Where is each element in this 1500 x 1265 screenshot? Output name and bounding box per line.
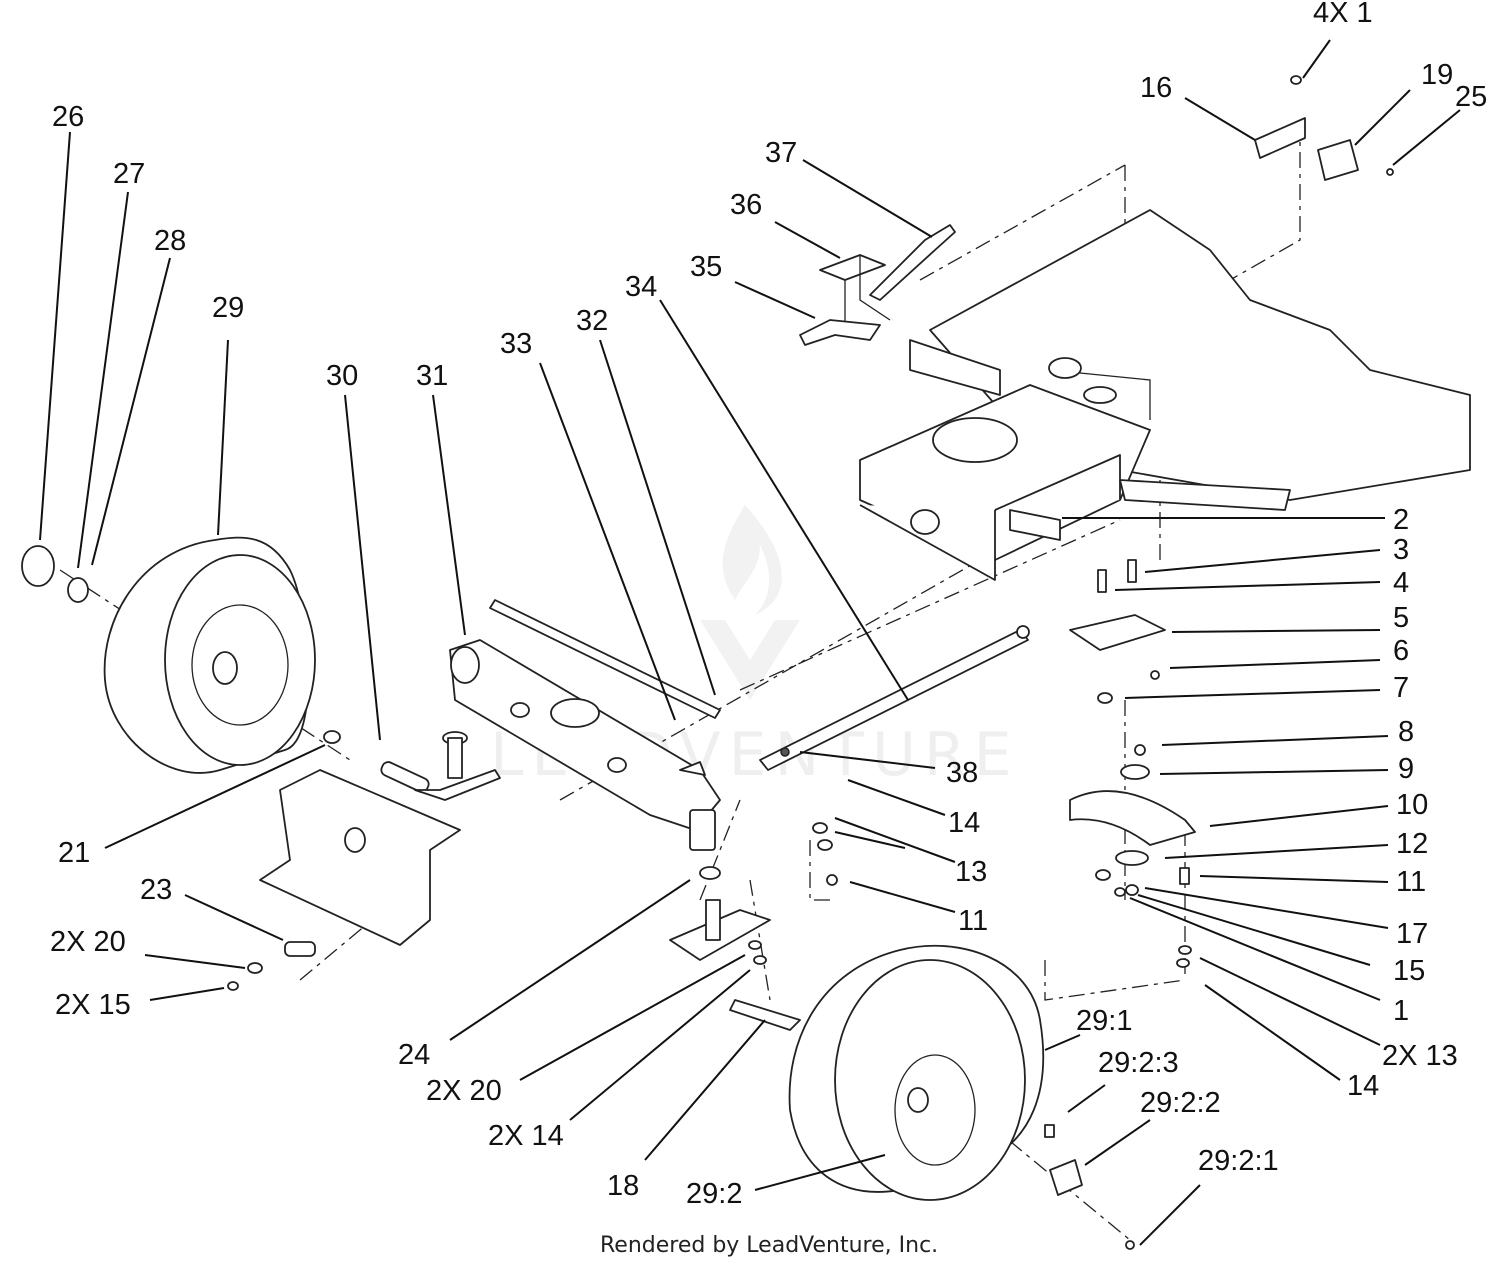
callout-11-right[interactable]: 11 bbox=[1396, 866, 1426, 898]
callout-37[interactable]: 37 bbox=[765, 137, 797, 169]
callout-32[interactable]: 32 bbox=[576, 305, 608, 337]
callout-19[interactable]: 19 bbox=[1421, 59, 1453, 91]
callout-8[interactable]: 8 bbox=[1398, 716, 1414, 748]
callout-13-middle[interactable]: 13 bbox=[955, 856, 987, 888]
callout-6[interactable]: 6 bbox=[1393, 635, 1409, 667]
left-axle-bracket[interactable] bbox=[227, 769, 461, 991]
callout-9[interactable]: 9 bbox=[1398, 753, 1414, 785]
callout-4[interactable]: 4 bbox=[1393, 567, 1409, 599]
left-spindle-assembly[interactable] bbox=[323, 730, 501, 801]
callout-14-middle[interactable]: 14 bbox=[948, 807, 980, 839]
callout-11-middle[interactable]: 11 bbox=[958, 905, 988, 937]
callout-2[interactable]: 2 bbox=[1393, 504, 1409, 536]
callout-38[interactable]: 38 bbox=[946, 757, 978, 789]
switch-bracket-assembly[interactable] bbox=[1254, 75, 1394, 181]
callout-21[interactable]: 21 bbox=[58, 837, 90, 869]
callout-34[interactable]: 34 bbox=[625, 271, 657, 303]
callout-29-2-1[interactable]: 29:2:1 bbox=[1198, 1145, 1279, 1177]
callout-24[interactable]: 24 bbox=[398, 1039, 430, 1071]
lever-assembly[interactable] bbox=[799, 224, 956, 346]
callout-1[interactable]: 1 bbox=[1393, 995, 1409, 1027]
callout-30[interactable]: 30 bbox=[326, 360, 358, 392]
callout-23[interactable]: 23 bbox=[140, 874, 172, 906]
callout-2x13[interactable]: 2X 13 bbox=[1382, 1040, 1458, 1072]
callout-31[interactable]: 31 bbox=[416, 360, 448, 392]
tie-rod[interactable] bbox=[759, 625, 1030, 771]
callout-29-1[interactable]: 29:1 bbox=[1076, 1005, 1132, 1037]
callout-7[interactable]: 7 bbox=[1393, 672, 1409, 704]
callout-labels: 26 27 28 29 30 31 33 32 34 35 36 37 16 4… bbox=[50, 0, 1487, 1210]
wheel-29-2[interactable] bbox=[788, 944, 1135, 1250]
steering-hardware[interactable] bbox=[1069, 559, 1196, 968]
part-2-spring[interactable] bbox=[1009, 509, 1061, 541]
callout-29-2[interactable]: 29:2 bbox=[686, 1178, 742, 1210]
callout-28[interactable]: 28 bbox=[154, 225, 186, 257]
callout-29-2-2[interactable]: 29:2:2 bbox=[1140, 1087, 1221, 1119]
callout-4x1[interactable]: 4X 1 bbox=[1313, 0, 1373, 29]
callout-2x15[interactable]: 2X 15 bbox=[55, 989, 131, 1021]
callout-18[interactable]: 18 bbox=[607, 1170, 639, 1202]
callout-35[interactable]: 35 bbox=[690, 251, 722, 283]
callout-2x14[interactable]: 2X 14 bbox=[488, 1120, 564, 1152]
callout-29[interactable]: 29 bbox=[212, 292, 244, 324]
callout-29-2-3[interactable]: 29:2:3 bbox=[1098, 1047, 1179, 1079]
callout-2x20-middle[interactable]: 2X 20 bbox=[426, 1075, 502, 1107]
leader-lines bbox=[39, 39, 1461, 1246]
frame-assembly[interactable] bbox=[859, 209, 1471, 581]
callout-12[interactable]: 12 bbox=[1396, 828, 1428, 860]
callout-10[interactable]: 10 bbox=[1396, 789, 1428, 821]
callout-15-right[interactable]: 15 bbox=[1393, 955, 1425, 987]
callout-27[interactable]: 27 bbox=[113, 158, 145, 190]
footer-credit: Rendered by LeadVenture, Inc. bbox=[600, 1233, 938, 1258]
callout-14-right[interactable]: 14 bbox=[1347, 1070, 1379, 1102]
center-spindle-assembly[interactable] bbox=[669, 747, 838, 1031]
callout-33[interactable]: 33 bbox=[500, 328, 532, 360]
callout-3[interactable]: 3 bbox=[1393, 534, 1409, 566]
callout-36[interactable]: 36 bbox=[730, 189, 762, 221]
callout-26[interactable]: 26 bbox=[52, 101, 84, 133]
callout-25[interactable]: 25 bbox=[1455, 81, 1487, 113]
callout-5[interactable]: 5 bbox=[1393, 602, 1409, 634]
callout-2x20-left[interactable]: 2X 20 bbox=[50, 926, 126, 958]
callout-16[interactable]: 16 bbox=[1140, 72, 1172, 104]
callout-17[interactable]: 17 bbox=[1396, 918, 1428, 950]
wheel-29[interactable] bbox=[21, 536, 316, 774]
